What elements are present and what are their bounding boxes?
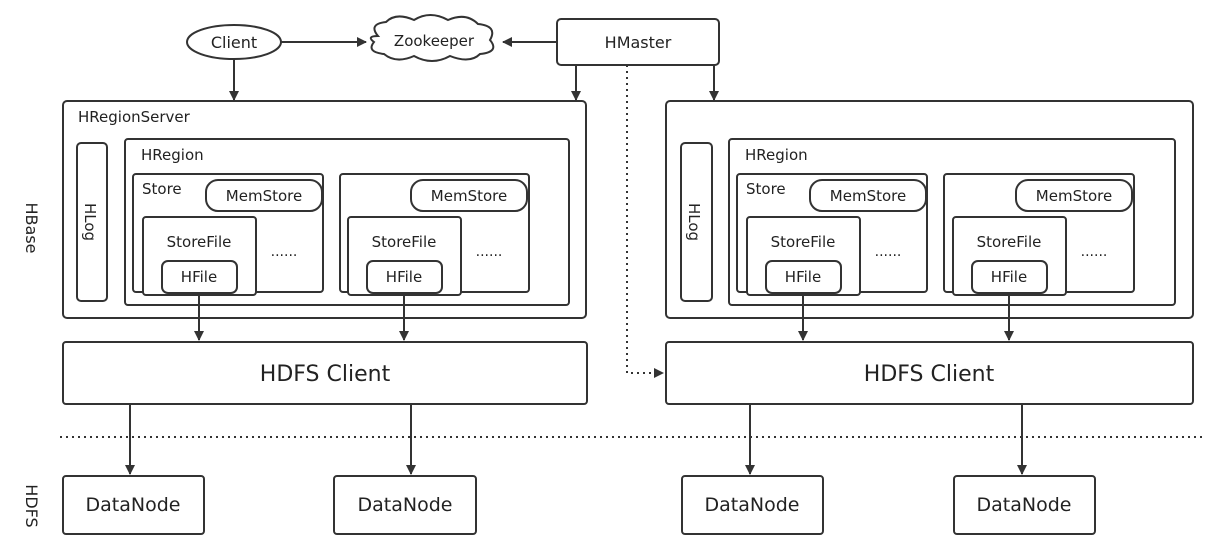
ellipsis-right-1: ...... <box>875 244 902 260</box>
memstore-right-1-label: MemStore <box>830 187 906 205</box>
hdfs-client-right-label: HDFS Client <box>864 362 995 387</box>
zookeeper-node <box>369 14 495 62</box>
datanode-3 <box>681 475 824 535</box>
hmaster-label: HMaster <box>605 33 672 52</box>
zookeeper-label: Zookeeper <box>394 32 475 50</box>
hlog-right-label: HLog <box>685 203 703 241</box>
datanode-3-label: DataNode <box>705 494 800 516</box>
datanode-4 <box>953 475 1096 535</box>
hregion-right-label: HRegion <box>745 146 808 164</box>
dotted-arrow-head <box>654 368 664 378</box>
hmaster-to-hdfs-client-dotted-arrow <box>626 65 662 374</box>
hlog-right <box>680 142 713 302</box>
ellipsis-left-2: ...... <box>476 244 503 260</box>
memstore-right-2-label: MemStore <box>1036 187 1112 205</box>
hfile-right-2-label: HFile <box>991 268 1027 286</box>
ellipsis-right-2: ...... <box>1081 244 1108 260</box>
client-label: Client <box>211 33 257 52</box>
hfile-right-1-label: HFile <box>785 268 821 286</box>
memstore-left-1 <box>205 179 323 212</box>
hbase-section-label: HBase <box>22 203 41 254</box>
hfile-left-1-label: HFile <box>181 268 217 286</box>
hlog-left-label: HLog <box>81 203 99 241</box>
hdfs-section-label: HDFS <box>22 484 41 527</box>
storefile-left-2-label: StoreFile <box>372 233 437 251</box>
datanode-4-label: DataNode <box>977 494 1072 516</box>
datanode-2 <box>333 475 477 535</box>
storefile-right-2-label: StoreFile <box>977 233 1042 251</box>
region-server-left: HRegionServer HLog HRegion Store MemStor… <box>62 100 587 319</box>
ellipsis-left-1: ...... <box>271 244 298 260</box>
hdfs-client-right <box>665 341 1194 405</box>
store-right-1-label: Store <box>746 180 786 198</box>
storefile-left-1-label: StoreFile <box>167 233 232 251</box>
hregion-left-label: HRegion <box>141 146 204 164</box>
hfile-left-2-label: HFile <box>386 268 422 286</box>
region-server-left-label: HRegionServer <box>78 108 191 126</box>
datanode-1 <box>62 475 205 535</box>
datanode-1-label: DataNode <box>86 494 181 516</box>
datanode-2-label: DataNode <box>358 494 453 516</box>
memstore-left-2-label: MemStore <box>431 187 507 205</box>
hlog-left <box>76 142 108 302</box>
storefile-right-1-label: StoreFile <box>771 233 836 251</box>
memstore-left-1-label: MemStore <box>226 187 302 205</box>
hdfs-client-left <box>62 341 588 405</box>
memstore-left-2 <box>410 179 528 212</box>
hdfs-client-left-label: HDFS Client <box>260 362 391 387</box>
region-server-right: HLog HRegion Store MemStore StoreFile HF… <box>665 100 1194 319</box>
store-left-1-label: Store <box>142 180 182 198</box>
memstore-right-2 <box>1015 179 1133 212</box>
memstore-right-1 <box>809 179 927 212</box>
